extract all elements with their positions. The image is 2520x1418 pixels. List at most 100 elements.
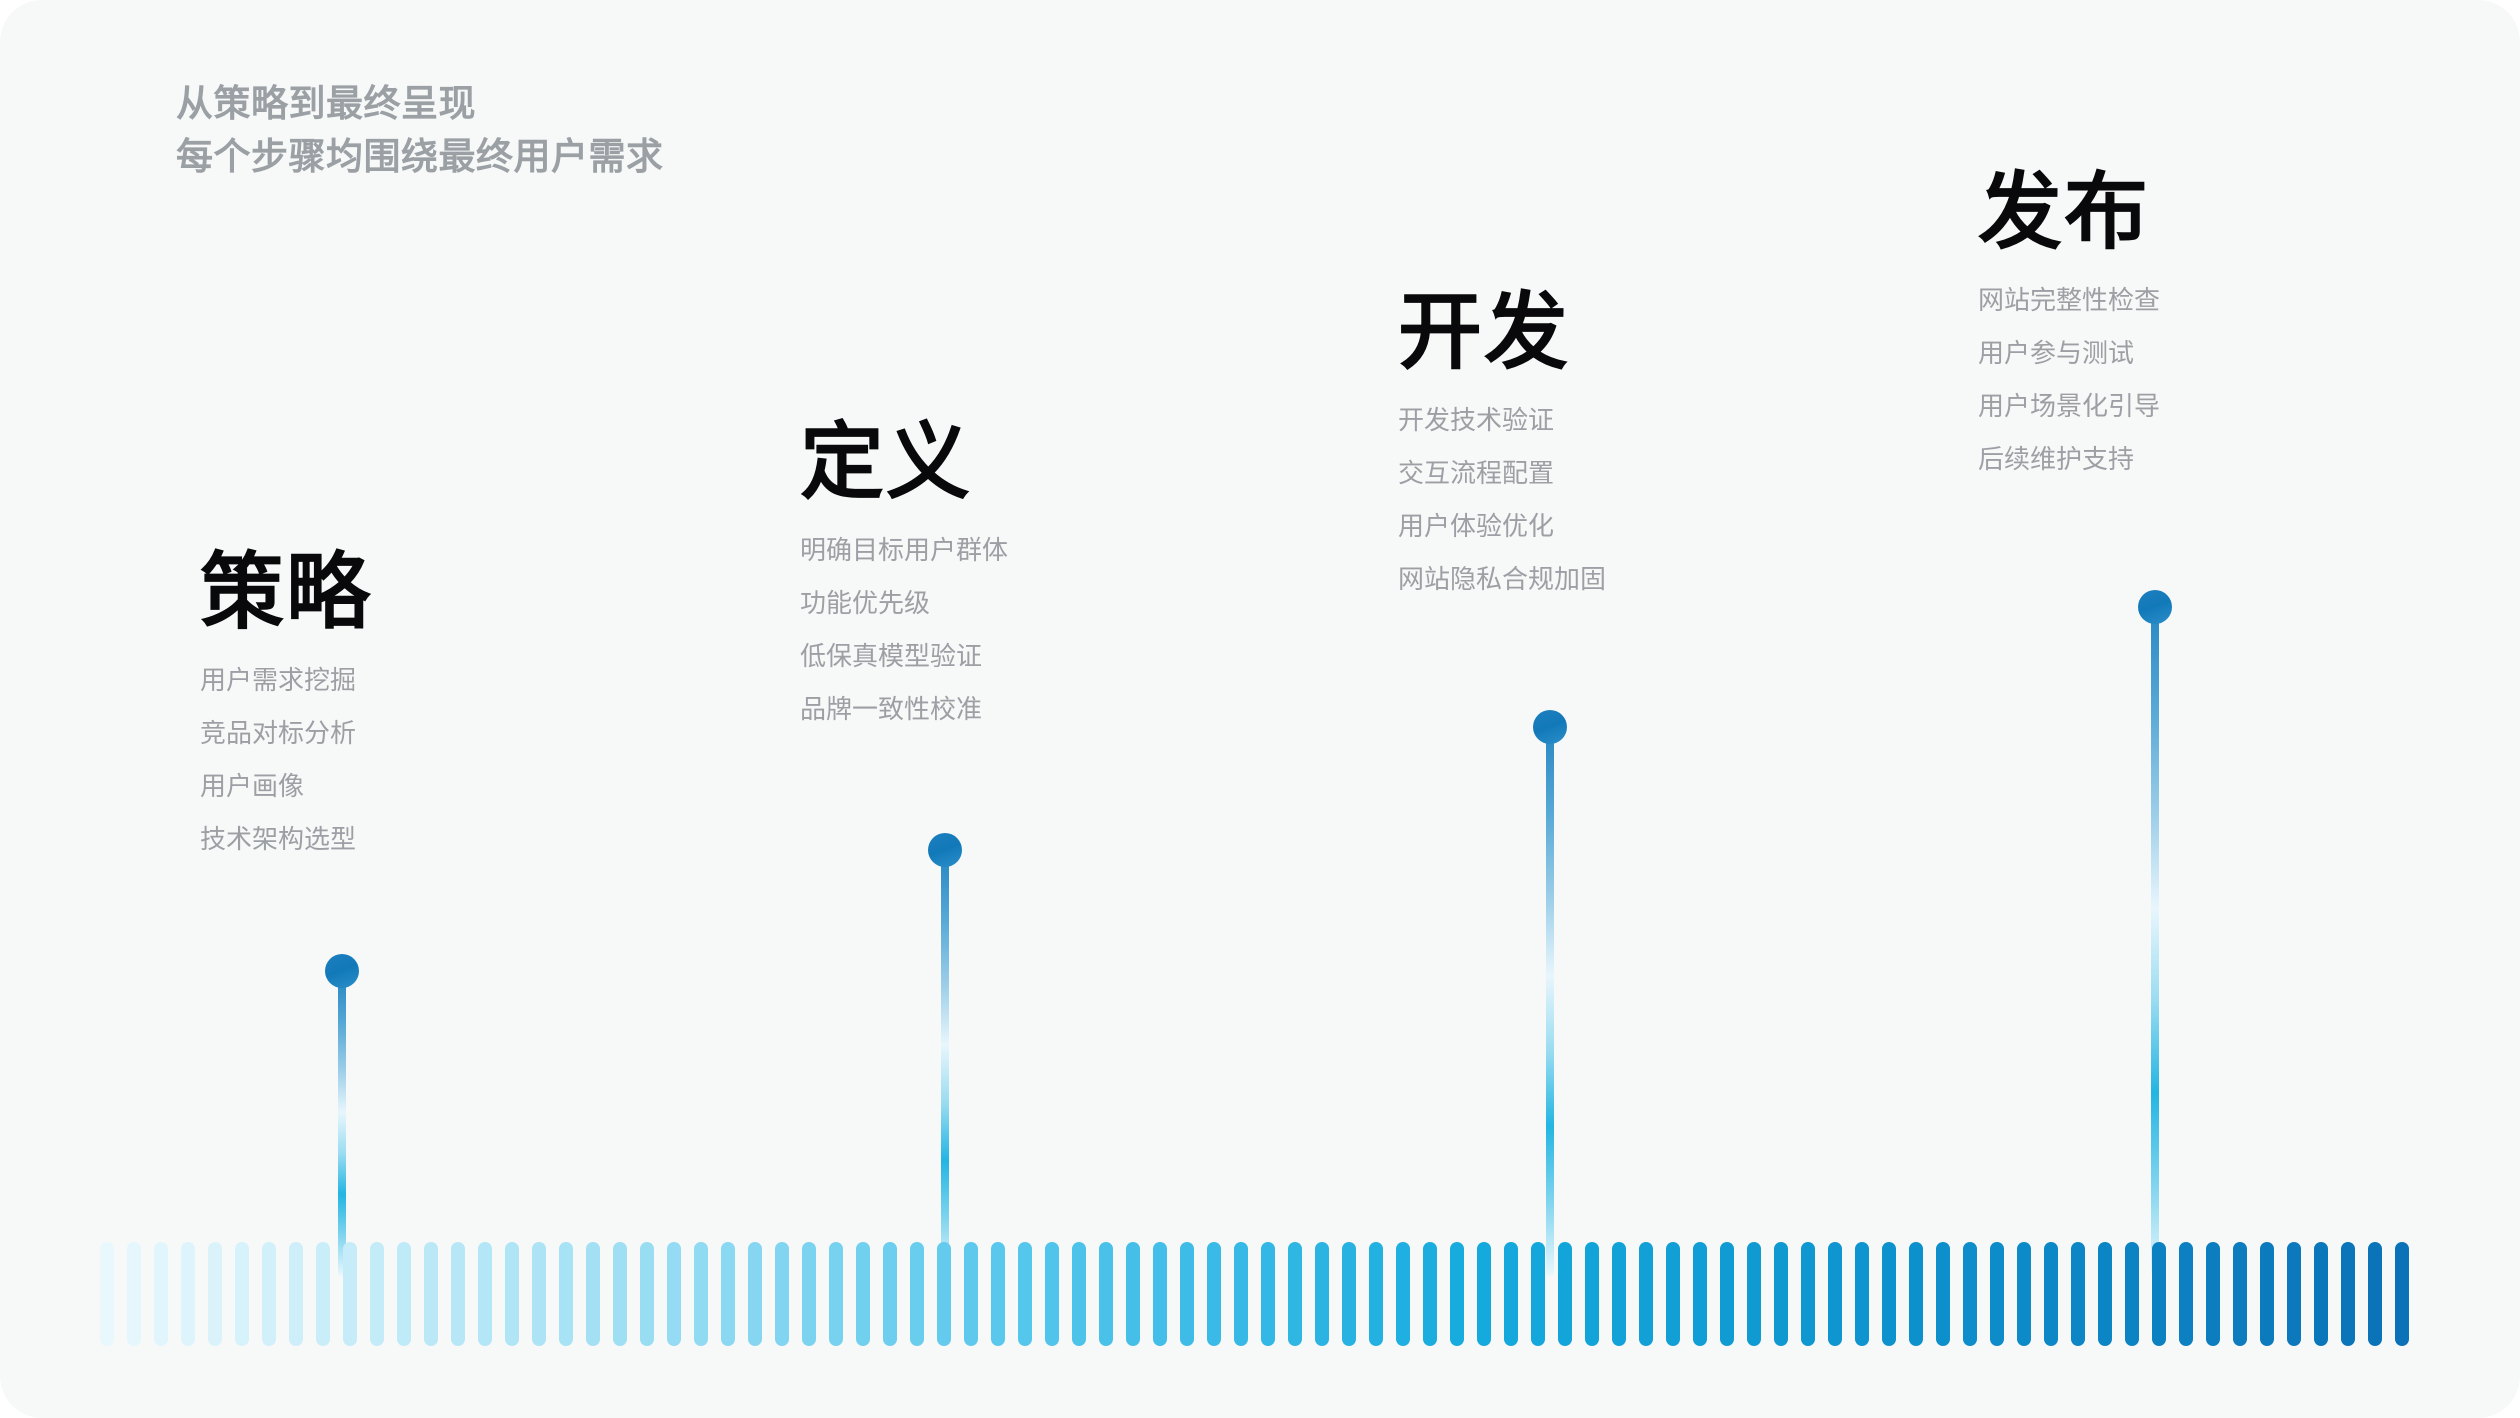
gradient-bar: [343, 1242, 357, 1346]
list-item: 明确目标用户群体: [800, 535, 1009, 566]
gradient-bar: [2287, 1242, 2301, 1346]
gradient-bar: [1261, 1242, 1275, 1346]
pin-stem: [2151, 620, 2159, 1276]
gradient-bar: [802, 1242, 816, 1346]
gradient-bar: [640, 1242, 654, 1346]
pin-stem: [338, 984, 346, 1276]
gradient-bar: [937, 1242, 951, 1346]
list-item: 低保真模型验证: [800, 641, 983, 672]
gradient-bar: [1450, 1242, 1464, 1346]
gradient-bar: [1909, 1242, 1923, 1346]
gradient-bar: [2071, 1242, 2085, 1346]
gradient-bar: [1801, 1242, 1815, 1346]
list-item: 竞品对标分析: [200, 718, 357, 749]
list-item: 开发技术验证: [1398, 405, 1555, 436]
gradient-bar: [748, 1242, 762, 1346]
gradient-bar: [1639, 1242, 1653, 1346]
gradient-bar: [2017, 1242, 2031, 1346]
gradient-bar: [208, 1242, 222, 1346]
gradient-bar: [289, 1242, 303, 1346]
gradient-bar: [262, 1242, 276, 1346]
pin-stem: [1546, 740, 1554, 1276]
gradient-bar: [559, 1242, 573, 1346]
gradient-bar: [883, 1242, 897, 1346]
heading-line-2: 每个步骤均围绕最终用户需求: [176, 135, 664, 177]
list-item: 用户需求挖掘: [200, 665, 357, 696]
list-item: 功能优先级: [800, 588, 931, 619]
gradient-bar: [2152, 1242, 2166, 1346]
gradient-bar: [1126, 1242, 1140, 1346]
gradient-bar: [2395, 1242, 2409, 1346]
gradient-bar: [1396, 1242, 1410, 1346]
gradient-bar: [1234, 1242, 1248, 1346]
gradient-bar: [127, 1242, 141, 1346]
pin-dot-icon: [928, 833, 962, 867]
gradient-bar: [1828, 1242, 1842, 1346]
gradient-bar: [2314, 1242, 2328, 1346]
gradient-bar: [478, 1242, 492, 1346]
gradient-bar: [1585, 1242, 1599, 1346]
page-title: 从策略到最终呈现 每个步骤均围绕最终用户需求: [176, 78, 664, 183]
gradient-bar: [721, 1242, 735, 1346]
gradient-bar: [1342, 1242, 1356, 1346]
gradient-bar: [100, 1242, 114, 1346]
gradient-bar: [1531, 1242, 1545, 1346]
gradient-bar: [451, 1242, 465, 1346]
gradient-bar: [1504, 1242, 1518, 1346]
stage-title: 开发: [1398, 285, 1571, 379]
gradient-bar: [1018, 1242, 1032, 1346]
gradient-bar: [1045, 1242, 1059, 1346]
gradient-bar: [964, 1242, 978, 1346]
gradient-bar: [1099, 1242, 1113, 1346]
gradient-bar: [1288, 1242, 1302, 1346]
gradient-bar: [532, 1242, 546, 1346]
gradient-bar: [1180, 1242, 1194, 1346]
heading-line-1: 从策略到最终呈现: [176, 83, 476, 124]
gradient-bar: [1477, 1242, 1491, 1346]
gradient-bar: [1072, 1242, 1086, 1346]
list-item: 后续维护支持: [1978, 444, 2135, 475]
stage-title: 策略: [200, 545, 373, 639]
gradient-bar: [2125, 1242, 2139, 1346]
gradient-bar: [2206, 1242, 2220, 1346]
gradient-bar: [1315, 1242, 1329, 1346]
list-item: 网站隐私合规加固: [1398, 564, 1607, 595]
gradient-bar: [505, 1242, 519, 1346]
list-item: 品牌一致性校准: [800, 694, 983, 725]
stage-title: 发布: [1978, 165, 2151, 259]
gradient-bar: [991, 1242, 1005, 1346]
list-item: 用户画像: [200, 771, 305, 802]
gradient-bar: [2098, 1242, 2112, 1346]
list-item: 用户体验优化: [1398, 511, 1555, 542]
stage-item-list: 用户需求挖掘 竞品对标分析 用户画像 技术架构选型: [200, 667, 720, 852]
gradient-bar: [829, 1242, 843, 1346]
gradient-bar: [2179, 1242, 2193, 1346]
gradient-bar: [1882, 1242, 1896, 1346]
gradient-bar: [1558, 1242, 1572, 1346]
gradient-bar: [1963, 1242, 1977, 1346]
gradient-bar: [2368, 1242, 2382, 1346]
gradient-bar: [667, 1242, 681, 1346]
gradient-bar: [1423, 1242, 1437, 1346]
gradient-bar: [1936, 1242, 1950, 1346]
gradient-bar: [613, 1242, 627, 1346]
gradient-bar: [694, 1242, 708, 1346]
pin-dot-icon: [2138, 590, 2172, 624]
gradient-bar: [2044, 1242, 2058, 1346]
gradient-bar: [2233, 1242, 2247, 1346]
gradient-bar: [154, 1242, 168, 1346]
gradient-bar: [1720, 1242, 1734, 1346]
gradient-bar: [1666, 1242, 1680, 1346]
stage-title: 定义: [800, 415, 973, 509]
stage-item-list: 开发技术验证 交互流程配置 用户体验优化 网站隐私合规加固: [1398, 407, 1918, 592]
stage-block-development: 开发 开发技术验证 交互流程配置 用户体验优化 网站隐私合规加固: [1398, 285, 1918, 592]
gradient-bar: [1693, 1242, 1707, 1346]
gradient-bar: [1369, 1242, 1383, 1346]
gradient-bar: [181, 1242, 195, 1346]
gradient-bar: [397, 1242, 411, 1346]
list-item: 用户参与测试: [1978, 338, 2135, 369]
gradient-bar: [856, 1242, 870, 1346]
list-item: 交互流程配置: [1398, 458, 1555, 489]
gradient-bar: [1747, 1242, 1761, 1346]
